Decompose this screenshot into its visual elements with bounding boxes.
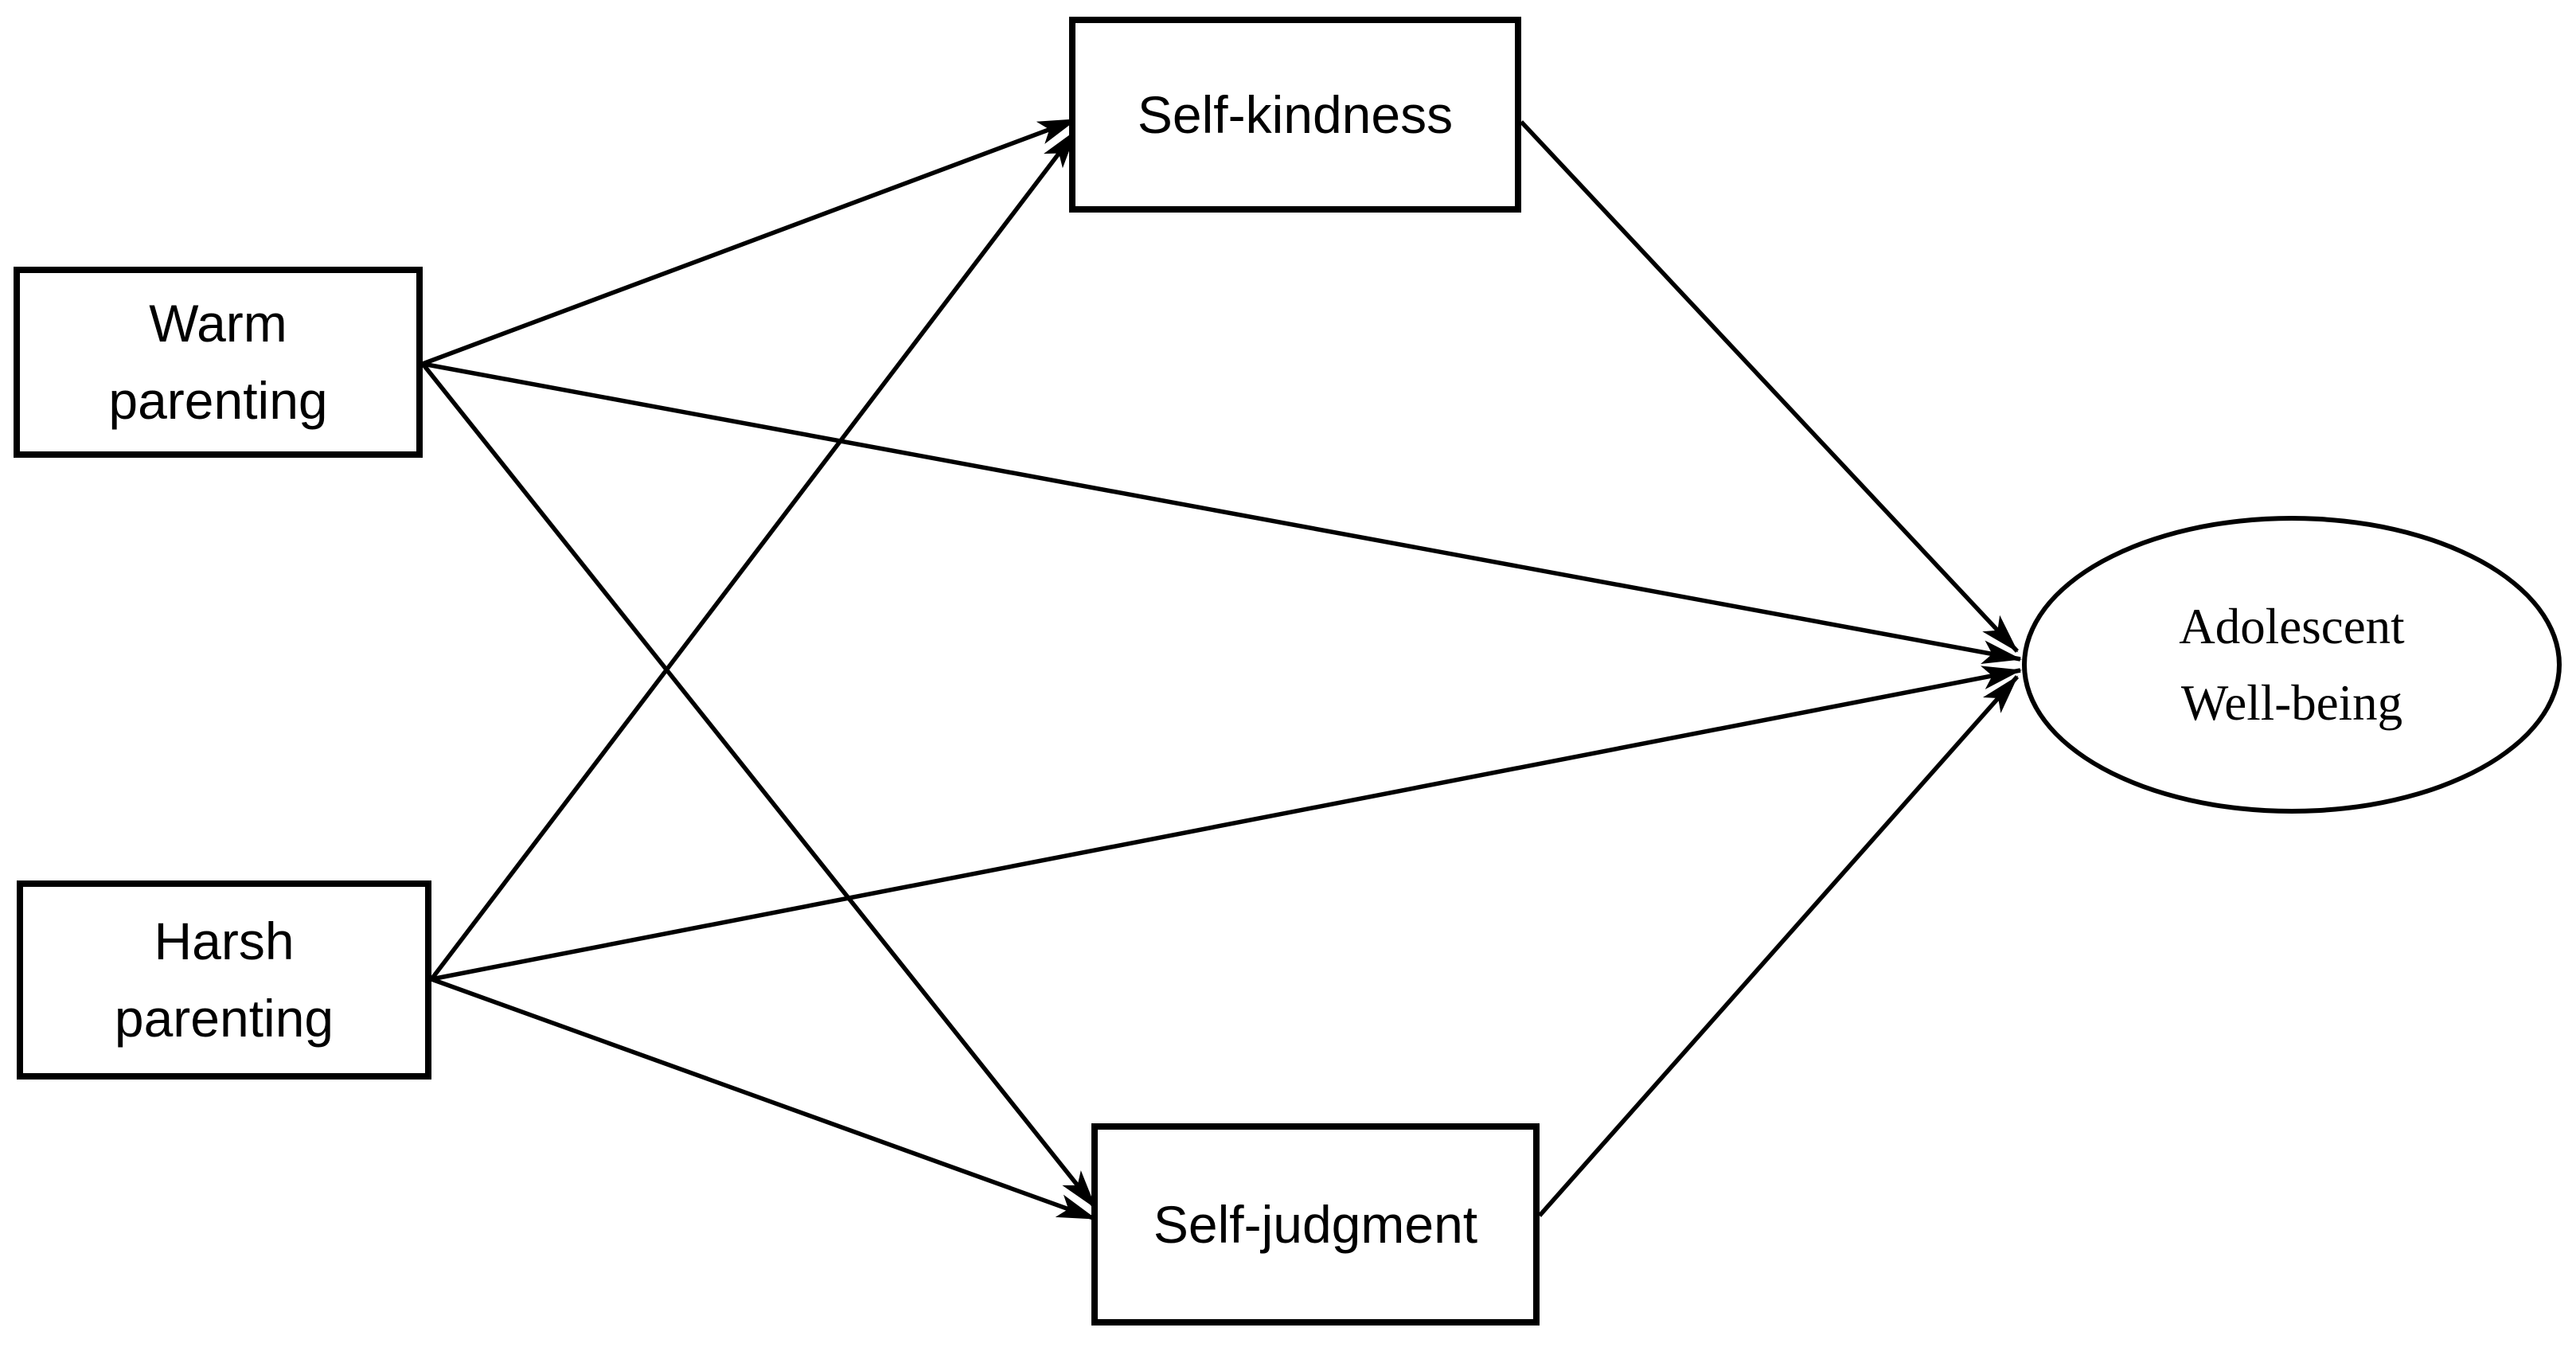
edge-harsh_parenting-to-adolescent_well_being — [431, 666, 2022, 982]
node-label: Self-kindness — [1137, 84, 1454, 144]
node-self-kindness: Self-kindness — [1069, 17, 1521, 213]
node-label: Well-being — [2180, 675, 2403, 731]
edge-self_kindness-to-adolescent_well_being — [1519, 120, 2020, 653]
edge-harsh_parenting-to-self_kindness — [429, 129, 1079, 981]
edge-self_judgment-to-adolescent_well_being — [1537, 675, 2020, 1217]
node-harsh-parenting: Harsh parenting — [17, 880, 431, 1080]
node-label: Harsh — [154, 912, 295, 970]
edge-harsh_parenting-to-self_judgment — [431, 977, 1097, 1221]
node-adolescent-well-being: Adolescent Well-being — [2022, 516, 2562, 814]
edge-warm_parenting-to-adolescent_well_being — [422, 361, 2022, 665]
node-label: Warm — [149, 294, 287, 353]
edge-warm_parenting-to-self_kindness — [422, 117, 1078, 366]
node-self-judgment: Self-judgment — [1091, 1123, 1540, 1326]
node-label: Adolescent — [2179, 599, 2405, 654]
node-label: parenting — [108, 371, 328, 430]
node-label: Self-judgment — [1153, 1194, 1478, 1254]
node-label: parenting — [114, 989, 334, 1048]
node-warm-parenting: Warm parenting — [14, 267, 423, 458]
edge-warm_parenting-to-self_judgment — [420, 362, 1098, 1209]
